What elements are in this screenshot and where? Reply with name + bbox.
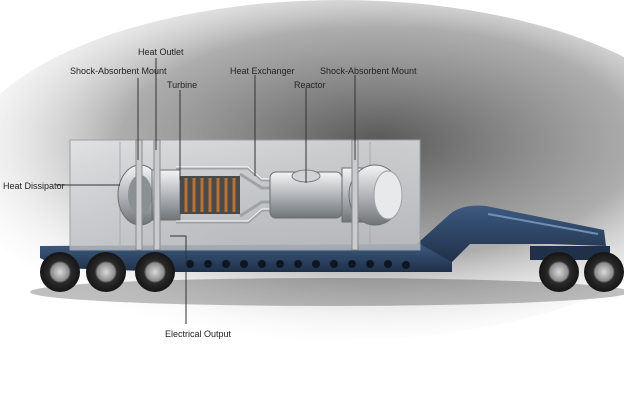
label-heat-outlet: Heat Outlet (138, 47, 184, 57)
label-turbine: Turbine (167, 80, 198, 90)
label-electrical-output: Electrical Output (165, 329, 232, 339)
ground-shadow (30, 278, 624, 306)
trailer-wheels (40, 252, 624, 292)
reactor-assembly (117, 139, 403, 251)
label-heat-dissipator: Heat Dissipator (3, 181, 65, 191)
label-shock-mount-right: Shock-Absorbent Mount (320, 66, 417, 76)
label-heat-exchanger: Heat Exchanger (230, 66, 295, 76)
label-shock-mount-left: Shock-Absorbent Mount (70, 66, 167, 76)
label-reactor: Reactor (294, 80, 326, 90)
leader-lines (56, 58, 356, 324)
